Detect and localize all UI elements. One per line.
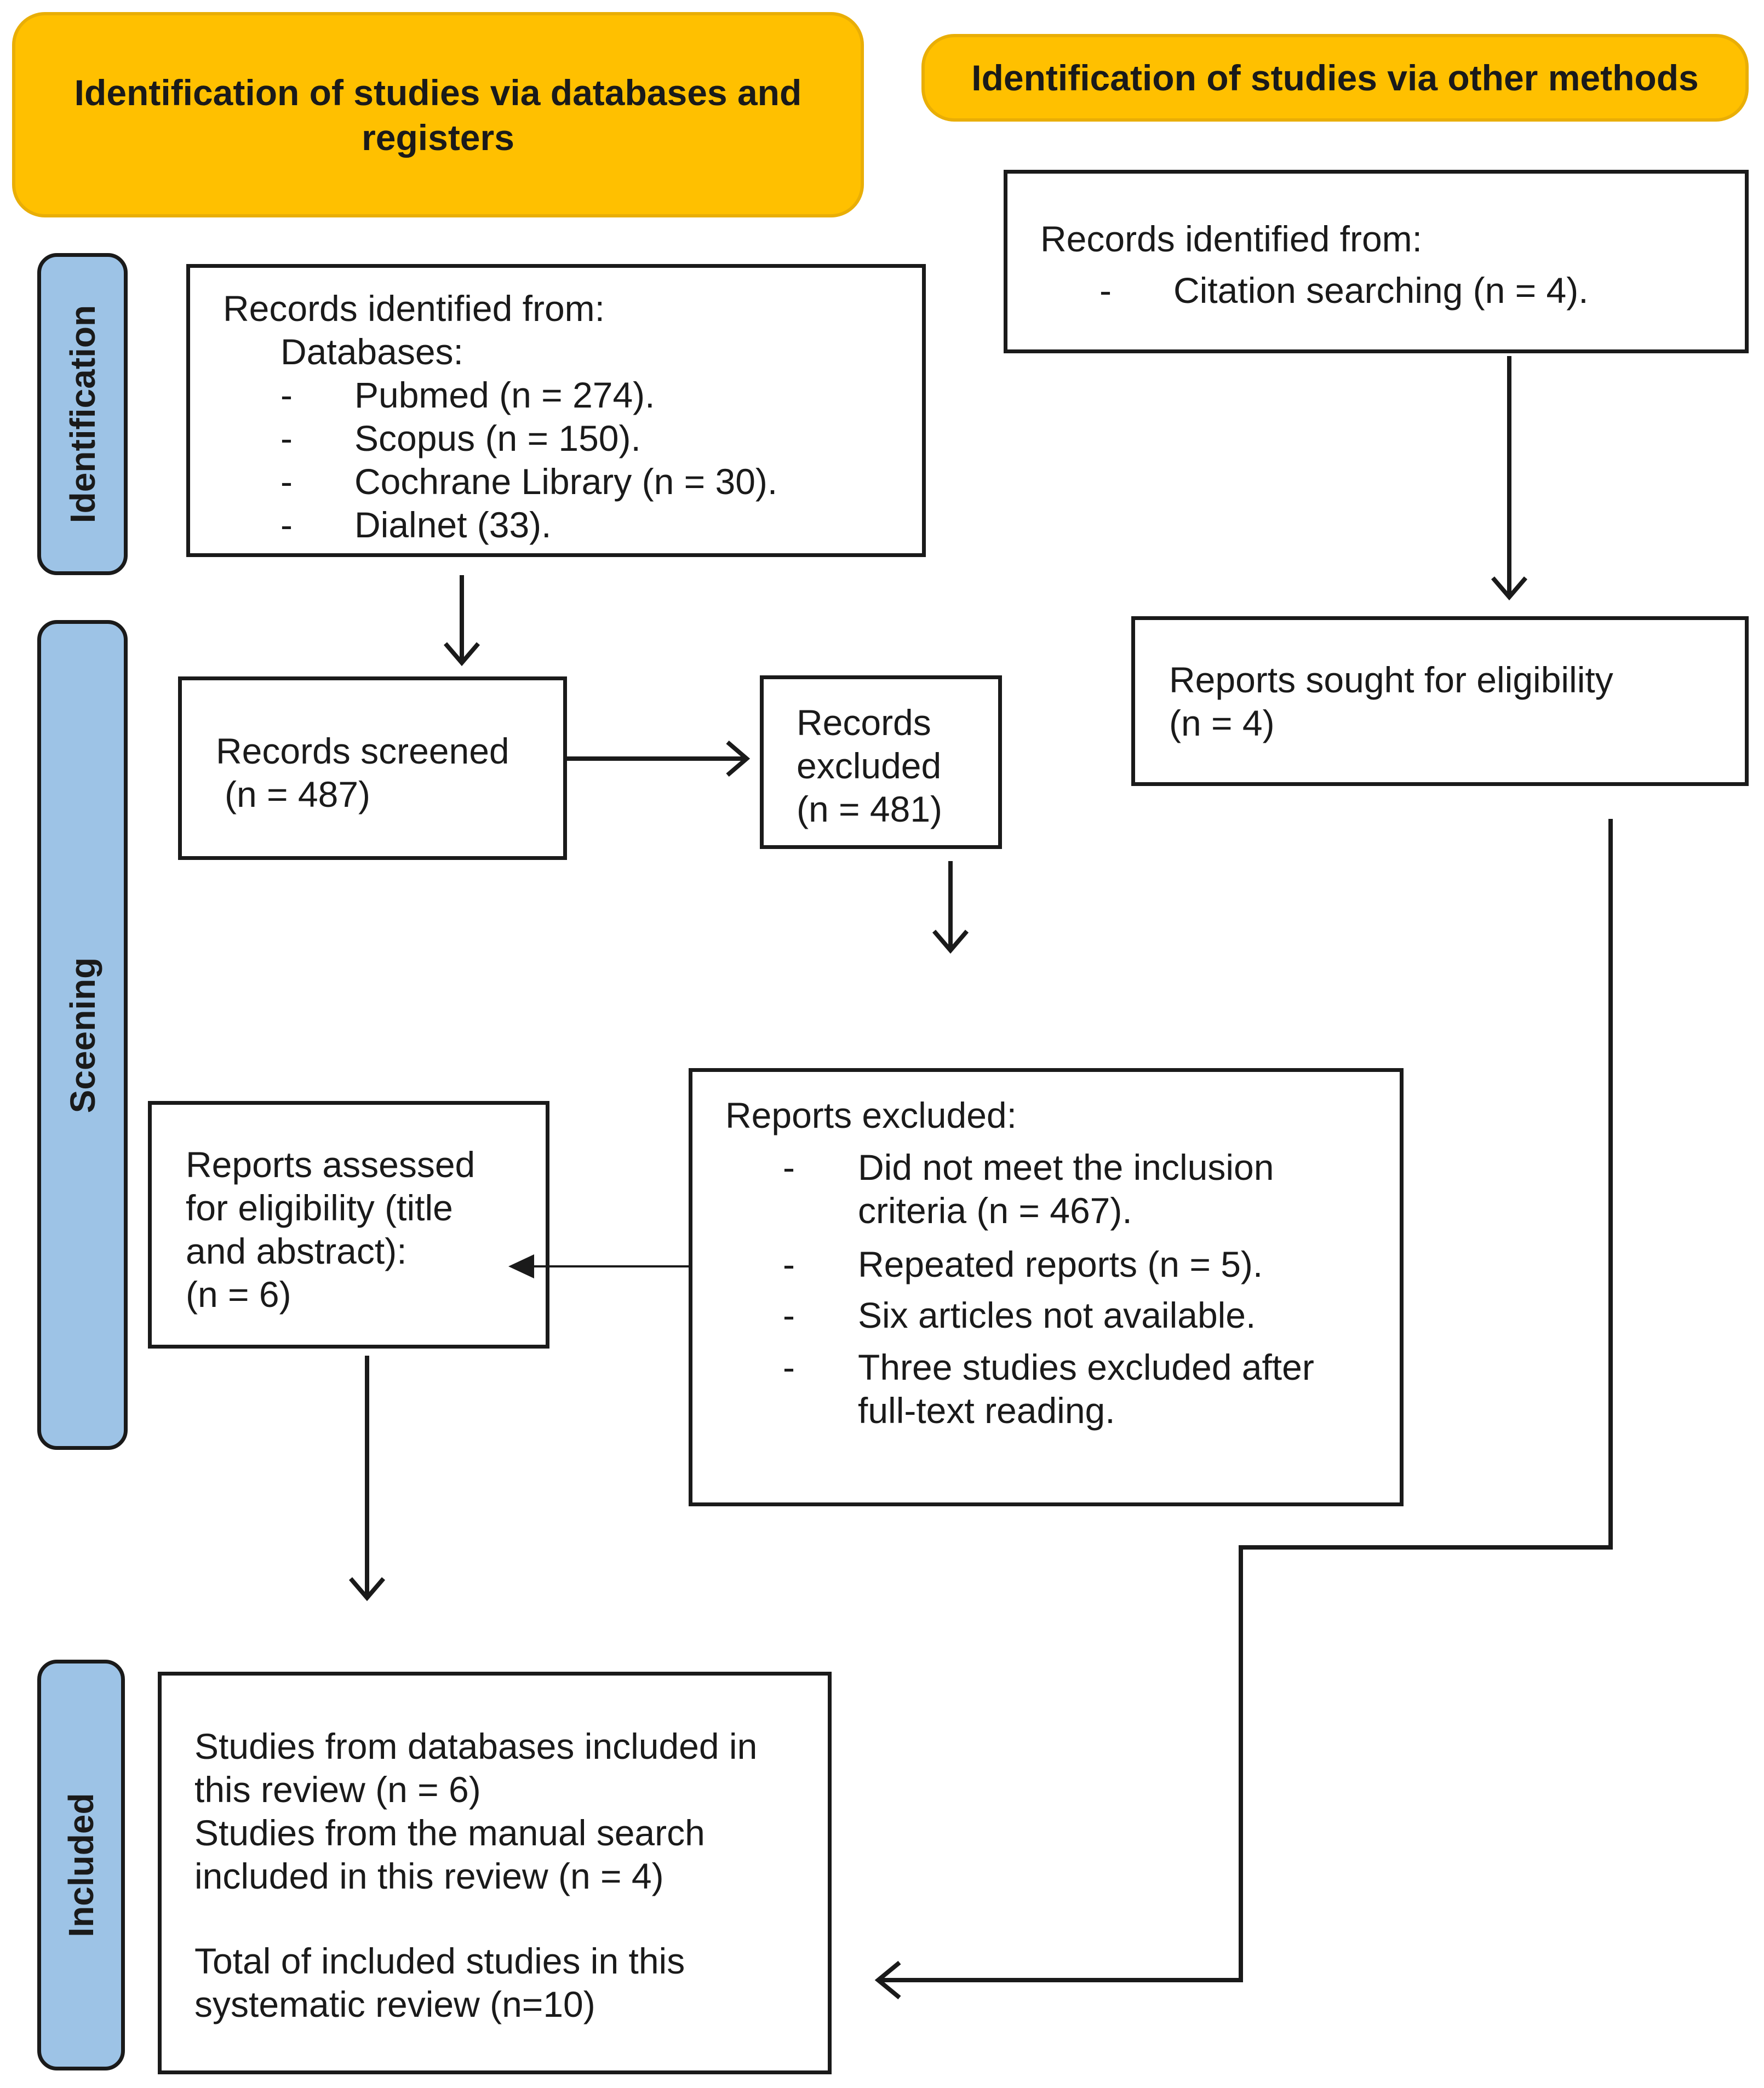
- header-databases: Identification of studies via databases …: [12, 12, 864, 217]
- reports-assessed-line: Reports assessed: [186, 1144, 476, 1185]
- other-records-title: Records identified from:: [1040, 219, 1422, 259]
- included-line: Total of included studies in this: [194, 1941, 685, 1981]
- included-line: systematic review (n=10): [194, 1984, 595, 2024]
- records-excluded-box: Records excluded (n = 481): [760, 675, 1002, 849]
- bullet-dash: -: [1099, 270, 1112, 311]
- db-item: Cochrane Library (n = 30).: [354, 461, 778, 502]
- records-excluded-line2: excluded: [797, 745, 942, 786]
- records-identified-databases-box: Records identified from: Databases: - Pu…: [186, 264, 926, 557]
- db-item: Scopus (n = 150).: [354, 418, 641, 458]
- bullet-dash: -: [783, 1347, 795, 1387]
- reports-excluded-title: Reports excluded:: [725, 1095, 1017, 1135]
- bullet-dash: -: [783, 1295, 795, 1335]
- included-line: Studies from the manual search: [194, 1812, 705, 1853]
- phase-included: Included: [37, 1660, 125, 2070]
- db-records-subtitle: Databases:: [280, 331, 463, 372]
- db-item: Pubmed (n = 274).: [354, 375, 655, 415]
- reports-sought-line2: (n = 4): [1169, 703, 1275, 743]
- reports-sought-box: Reports sought for eligibility (n = 4): [1131, 616, 1749, 786]
- included-line: this review (n = 6): [194, 1769, 481, 1810]
- db-records-title: Records identified from:: [223, 288, 605, 329]
- arrow-excluded-down: [932, 861, 969, 954]
- included-studies-box: Studies from databases included in this …: [158, 1672, 832, 2074]
- header-other-methods-text: Identification of studies via other meth…: [971, 58, 1699, 98]
- reports-excluded-box: Reports excluded: - Did not meet the inc…: [689, 1068, 1404, 1506]
- db-item: Dialnet (33).: [354, 504, 552, 545]
- bullet-dash: -: [280, 504, 293, 545]
- records-identified-other-box: Records identified from: - Citation sear…: [1004, 170, 1749, 353]
- reports-assessed-line: for eligibility (title: [186, 1188, 453, 1228]
- header-other-methods: Identification of studies via other meth…: [921, 34, 1749, 122]
- arrow-excluded-to-assessed-head: [508, 1254, 534, 1278]
- reports-assessed-line: and abstract):: [186, 1231, 407, 1271]
- excluded-item-line: full-text reading.: [858, 1390, 1115, 1431]
- reports-sought-line1: Reports sought for eligibility: [1169, 659, 1613, 700]
- records-screened-box: Records screened (n = 487): [178, 676, 567, 860]
- excluded-item-line: Three studies excluded after: [858, 1347, 1314, 1387]
- excluded-item-line: criteria (n = 467).: [858, 1190, 1132, 1231]
- bullet-dash: -: [783, 1147, 795, 1188]
- excluded-item-line: Repeated reports (n = 5).: [858, 1244, 1263, 1284]
- arrow-db-to-screened: [443, 575, 480, 667]
- bullet-dash: -: [783, 1244, 795, 1284]
- arrow-assessed-to-included: [348, 1356, 386, 1602]
- records-excluded-line3: (n = 481): [797, 789, 942, 829]
- arrow-other-to-sought: [1491, 356, 1528, 601]
- records-screened-line2: (n = 487): [225, 774, 370, 814]
- bullet-dash: -: [280, 418, 293, 458]
- included-line: included in this review (n = 4): [194, 1856, 664, 1896]
- bullet-dash: -: [280, 461, 293, 502]
- excluded-item-line: Six articles not available.: [858, 1295, 1256, 1335]
- arrow-screened-to-excluded: [567, 740, 751, 777]
- arrow-sought-to-included: [874, 819, 1613, 2000]
- reports-assessed-box: Reports assessed for eligibility (title …: [148, 1101, 549, 1349]
- bullet-dash: -: [280, 375, 293, 415]
- records-excluded-line1: Records: [797, 702, 931, 743]
- phase-screening: Sceening: [37, 620, 128, 1450]
- header-databases-text: Identification of studies via databases …: [74, 72, 802, 158]
- included-line: Studies from databases included in: [194, 1726, 758, 1766]
- excluded-item-line: Did not meet the inclusion: [858, 1147, 1274, 1188]
- phase-identification: Identification: [37, 253, 128, 575]
- reports-assessed-line: (n = 6): [186, 1274, 291, 1315]
- other-records-item: Citation searching (n = 4).: [1173, 270, 1589, 311]
- records-screened-line1: Records screened: [216, 731, 509, 771]
